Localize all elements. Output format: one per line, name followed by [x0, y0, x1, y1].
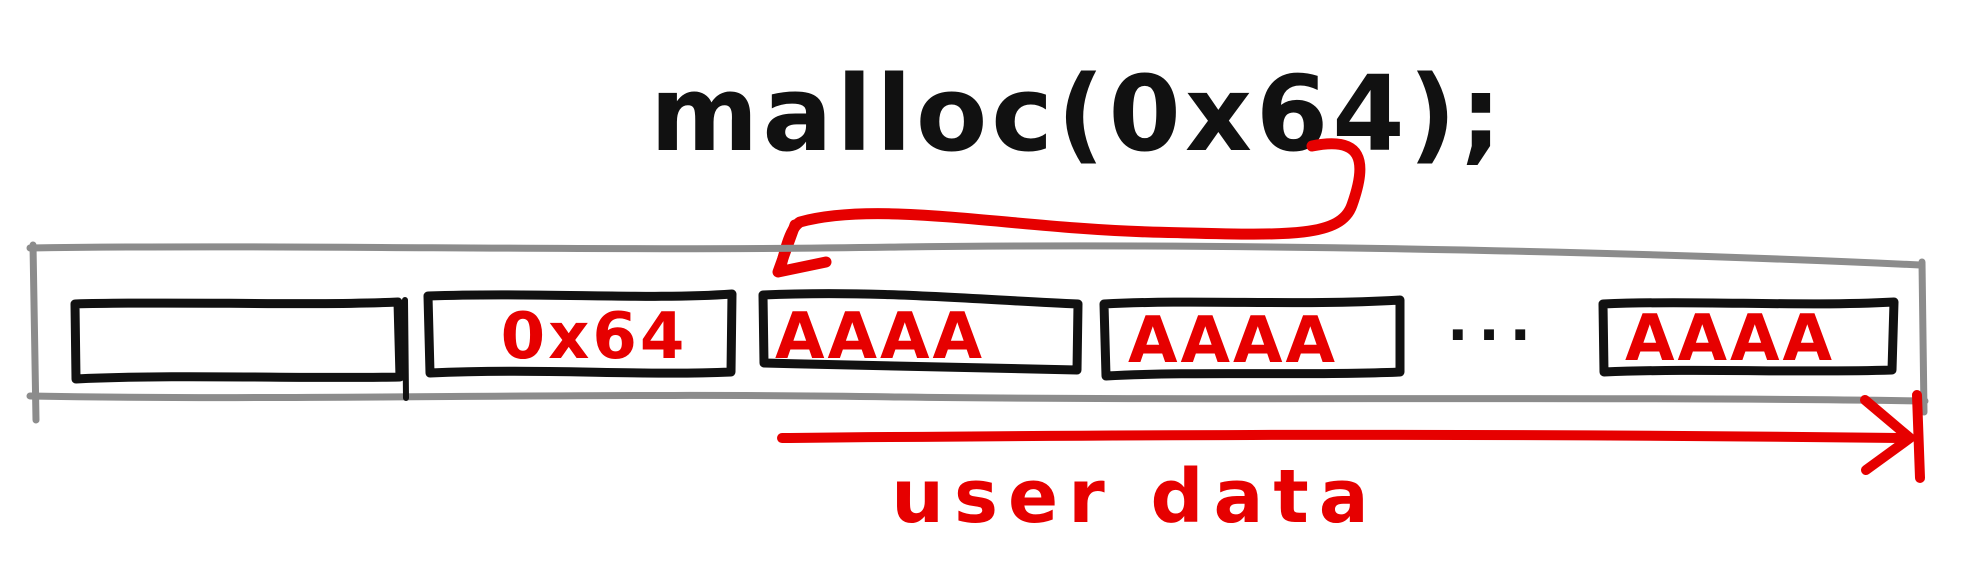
- slot-size: 0x64: [423, 289, 737, 378]
- memory-region-outline: [26, 241, 1929, 424]
- slot-user-data-2: AAAA: [1099, 295, 1405, 381]
- user-data-label: user data: [891, 454, 1378, 540]
- slot-user-data-1: AAAA: [758, 289, 1083, 375]
- slot-prev-size: [70, 297, 405, 384]
- slot-user-data-2-text: AAAA: [1128, 304, 1338, 378]
- slot-user-data-last: AAAA: [1598, 297, 1899, 377]
- chunk-boundary-divider: [402, 297, 409, 401]
- return-pointer-arrow: [772, 138, 1366, 278]
- slot-user-data-last-text: AAAA: [1625, 302, 1835, 376]
- malloc-call-label: malloc(0x64);: [650, 53, 1506, 175]
- slot-user-data-1-text: AAAA: [775, 300, 985, 374]
- user-data-range-arrow: [777, 390, 1925, 483]
- ellipsis: ...: [1447, 289, 1541, 354]
- slot-size-text: 0x64: [501, 300, 688, 374]
